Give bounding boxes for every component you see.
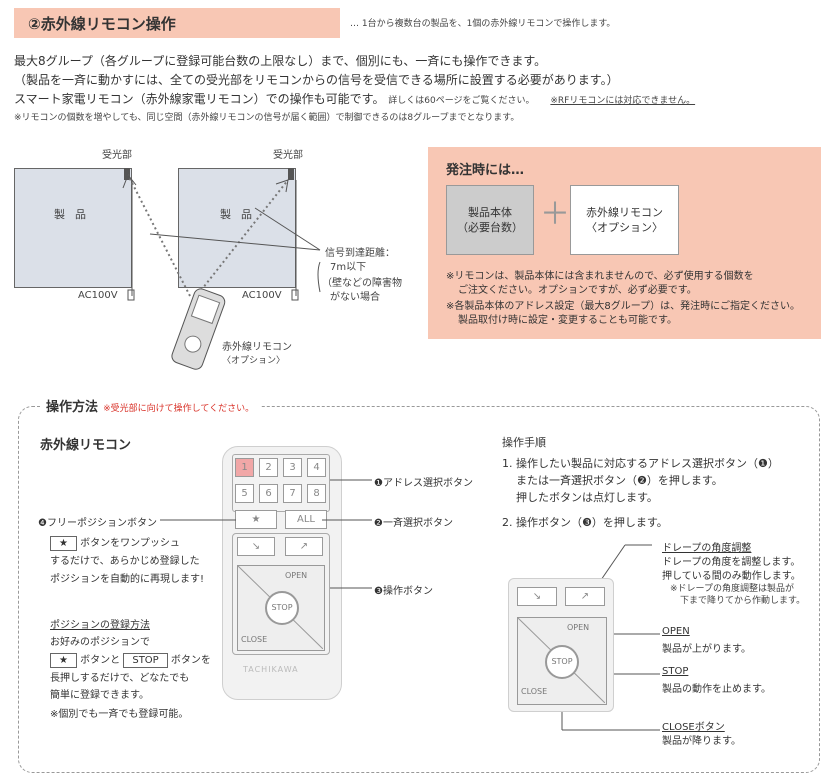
operation-title-wrap: 操作方法 ※受光部に向けて操作してください。 (40, 396, 261, 415)
step-1c: 押したボタンは点灯します。 (516, 491, 658, 504)
reg-2: ★ ボタンと STOP ボタンを (50, 651, 211, 668)
drape-desc-4: 下まで降りてから作動します。 (680, 596, 806, 606)
drape-title: ドレープの角度調整 (662, 543, 752, 554)
open-desc: 製品が上がります。 (662, 644, 751, 655)
drape-desc-3: ※ドレープの角度調整は製品が (670, 584, 795, 594)
open-title: OPEN (662, 626, 690, 637)
intro-page-ref: 詳しくは60ページをご覧ください。 (388, 96, 535, 106)
plus-icon: ＋ (540, 197, 570, 232)
free-desc-1: ★ ボタンをワンプッシュ (50, 534, 180, 551)
reg-5: ※個別でも一斉でも登録可能。 (50, 709, 189, 720)
close-title: CLOSEボタン (662, 722, 725, 733)
address-key-1[interactable]: 1 (235, 458, 254, 477)
intro-line-1: 最大8グループ（各グループに登録可能台数の上限なし）まで、個別にも、一斉にも操作… (14, 54, 547, 68)
address-key-7[interactable]: 7 (283, 484, 302, 503)
order-note-2a: ※各製品本体のアドレス設定（最大8グループ）は、発注時にご指定ください。 (446, 301, 800, 312)
detail-open-label: OPEN (567, 623, 590, 632)
remote-detail: ↘ ↗ STOP OPEN CLOSE (508, 578, 614, 712)
address-key-5[interactable]: 5 (235, 484, 254, 503)
drape-desc-1: ドレープの角度を調整します。 (662, 557, 801, 568)
operation-title: 操作方法 (46, 400, 99, 415)
diagram-lines (122, 168, 321, 370)
order-title: 発注時には… (446, 163, 525, 178)
free-desc-3: ポジションを自動的に再現します! (50, 574, 205, 585)
detail-close-label: CLOSE (521, 687, 548, 696)
step-2: 2. 操作ボタン（❸）を押します。 (502, 516, 668, 529)
intro-line-3-text: スマート家電リモコン（赤外線家電リモコン）での操作も可能です。 (14, 92, 385, 106)
section-title: ②赤外線リモコン操作 (28, 15, 176, 33)
address-key-group (232, 454, 330, 512)
order-panel: 発注時には… 製品本体（必要台数） ＋ 赤外線リモコン〈オプション〉 ※リモコン… (428, 147, 821, 339)
drape-desc-2: 押している間のみ動作します。 (662, 571, 801, 582)
step-1b: または一斉選択ボタン（❷）を押します。 (516, 474, 723, 487)
address-key-2[interactable]: 2 (259, 458, 278, 477)
reg-4: 簡単に登録できます。 (50, 690, 149, 701)
operate-key-group (232, 533, 330, 655)
order-box-product: 製品本体（必要台数） (446, 185, 534, 255)
drape-left-button[interactable]: ↘ (237, 537, 275, 556)
remote-illustration: 1 2 3 4 5 6 7 8 ★ ALL ↘ ↗ STOP OPEN CLOS… (222, 446, 342, 700)
intro-line-4: ※リモコンの個数を増やしても、同じ空間（赤外線リモコンの信号が届く範囲）で制御で… (14, 113, 520, 123)
ac-label-2: AC100V (242, 290, 282, 301)
drape-right-button[interactable]: ↗ (285, 537, 323, 556)
close-label: CLOSE (241, 635, 268, 644)
receiver-label-1: 受光部 (102, 150, 132, 161)
order-box-remote: 赤外線リモコン〈オプション〉 (570, 185, 679, 255)
operation-panel (18, 406, 820, 773)
detail-drape-right-button[interactable]: ↗ (565, 587, 605, 606)
remote-section-title: 赤外線リモコン (40, 438, 132, 453)
reg-3: 長押しするだけで、どなたでも (50, 673, 190, 684)
ac-label-1: AC100V (78, 290, 118, 301)
signal-note-2: がない場合 (330, 292, 380, 303)
close-desc: 製品が降ります。 (662, 736, 741, 747)
product-2-label: 製品 (220, 208, 262, 221)
address-key-8[interactable]: 8 (307, 484, 326, 503)
callout-address: ❶アドレス選択ボタン (374, 478, 473, 489)
callout-all: ❷一斉選択ボタン (374, 518, 453, 529)
section-note: … 1台から複数台の製品を、1個の赤外線リモコンで操作します。 (350, 19, 616, 29)
intro-line-2: （製品を一斉に動かすには、全ての受光部をリモコンからの信号を受信できる場所に設置… (14, 73, 619, 87)
order-note-1b: ご注文ください。オプションですが、必ず必要です。 (458, 285, 697, 296)
remote-option: 〈オプション〉 (222, 356, 286, 366)
operation-title-note: ※受光部に向けて操作してください。 (103, 404, 255, 414)
star-button-label: ★ (50, 536, 77, 551)
address-key-6[interactable]: 6 (259, 484, 278, 503)
detail-stop-button[interactable]: STOP (545, 645, 579, 679)
address-key-4[interactable]: 4 (307, 458, 326, 477)
callout-free: ❹フリーポジションボタン (38, 518, 157, 529)
product-1-label: 製品 (54, 208, 96, 221)
open-label: OPEN (285, 571, 308, 580)
signal-note-1: （壁などの障害物 (322, 278, 402, 289)
product-2 (178, 168, 296, 288)
address-key-3[interactable]: 3 (283, 458, 302, 477)
section-title-tab: ②赤外線リモコン操作 (14, 8, 340, 38)
signal-distance-label: 信号到達距離： (325, 248, 395, 259)
step-1a: 1. 操作したい製品に対応するアドレス選択ボタン（❶） (502, 457, 779, 470)
reg-title: ポジションの登録方法 (50, 620, 150, 631)
order-note-1a: ※リモコンは、製品本体には含まれませんので、必ず使用する個数を (446, 271, 754, 282)
callout-operate: ❸操作ボタン (374, 586, 433, 597)
free-desc-2: するだけで、あらかじめ登録した (50, 556, 200, 567)
stop-button[interactable]: STOP (265, 591, 299, 625)
intro-line-3: スマート家電リモコン（赤外線家電リモコン）での操作も可能です。 詳しくは60ペー… (14, 90, 695, 107)
stop-title: STOP (662, 666, 689, 677)
stop-desc: 製品の動作を止めます。 (662, 684, 771, 695)
steps-title: 操作手順 (502, 436, 546, 449)
reg-1: お好みのポジションで (50, 637, 150, 648)
product-1 (14, 168, 132, 288)
order-note-2b: 製品取付け時に設定・変更することも可能です。 (458, 315, 677, 326)
remote-label: 赤外線リモコン (222, 342, 292, 353)
brand-logo: TACHIKAWA (243, 665, 299, 674)
signal-distance: 7m以下 (330, 262, 367, 273)
rf-remote-note: ※RFリモコンには対応できません。 (550, 96, 696, 106)
receiver-label-2: 受光部 (273, 150, 303, 161)
detail-drape-left-button[interactable]: ↘ (517, 587, 557, 606)
